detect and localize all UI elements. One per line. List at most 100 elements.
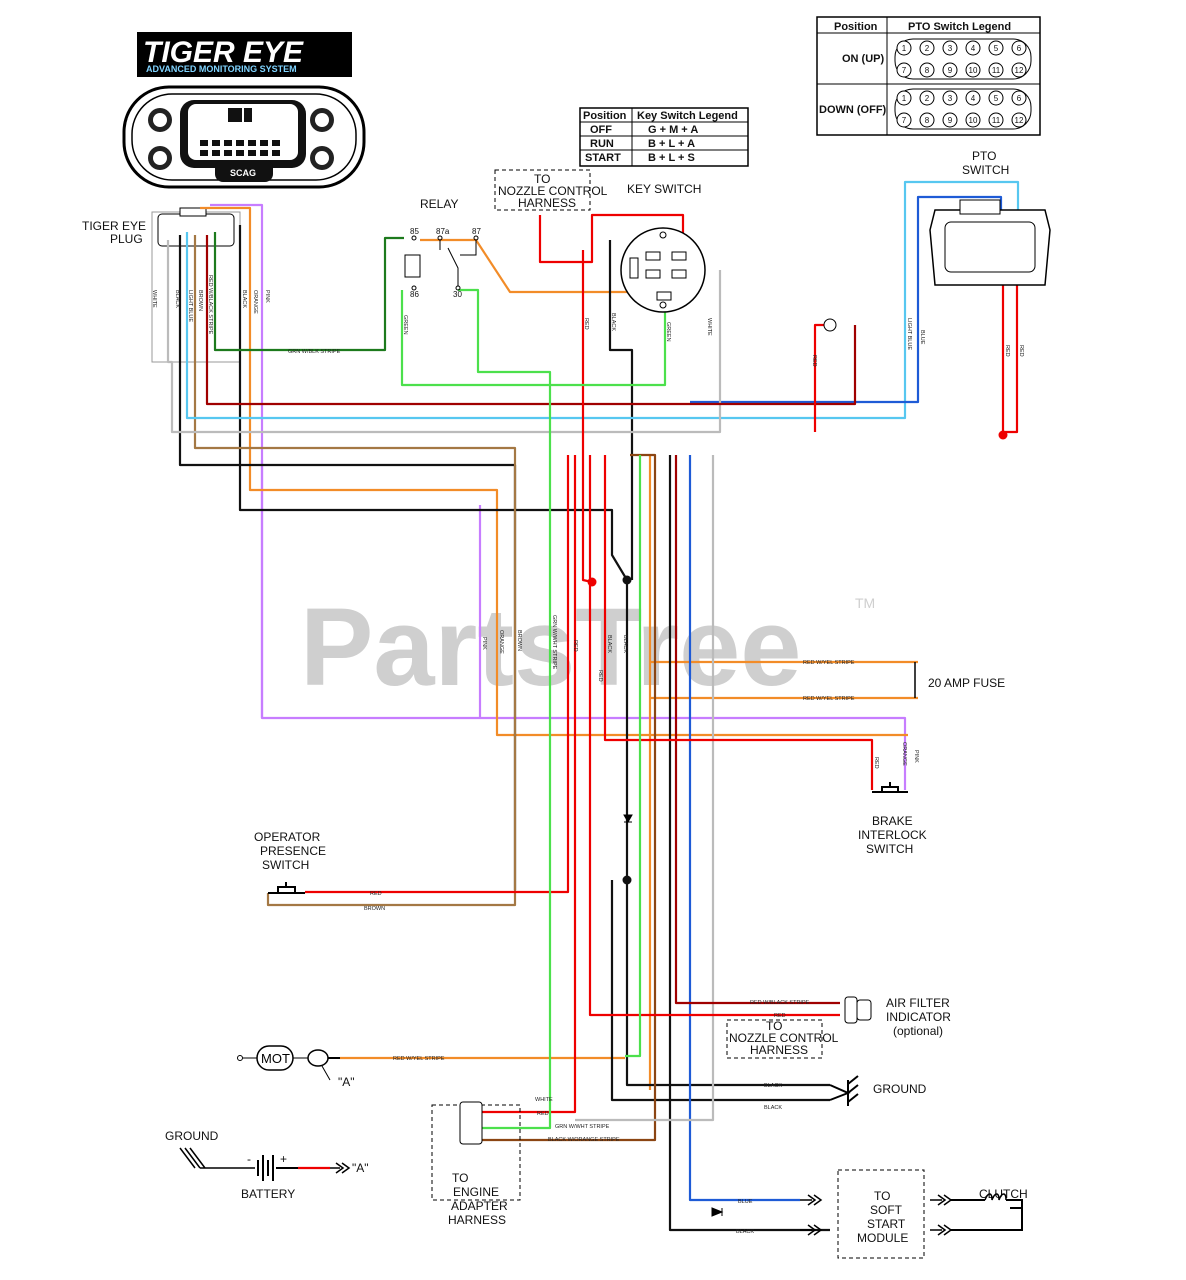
engine-label-3: ADAPTER (451, 1199, 508, 1213)
operator-label-2: PRESENCE (260, 844, 326, 858)
engine-label-4: HARNESS (448, 1213, 506, 1227)
red-nozzle (538, 213, 685, 264)
pto-pin-3-10 (965, 112, 981, 128)
svg-text:NOZZLE CONTROL: NOZZLE CONTROL (498, 184, 608, 198)
darkred-wire (205, 235, 857, 406)
air-filter-indicator (844, 996, 872, 1024)
wl-red-2: RED (572, 640, 578, 652)
svg-text:87a: 87a (436, 227, 450, 236)
pto-switch-legend: Position PTO Switch Legend ON (UP) DOWN … (816, 16, 1041, 136)
svg-text:NOZZLE CONTROL: NOZZLE CONTROL (729, 1031, 839, 1045)
wl-red-wblack: RED W/BLACK STRIPE (207, 275, 213, 335)
splice-red-pto (998, 430, 1008, 440)
pto-pin-label-2-5: 5 (994, 94, 999, 103)
logo-subtitle: ADVANCED MONITORING SYSTEM (146, 64, 297, 74)
wl-red-eng: RED (537, 1111, 549, 1117)
pto-pin-label-3-12: 12 (1015, 116, 1024, 125)
pto-pin-label-2-2: 2 (925, 94, 930, 103)
fuse-wires (650, 660, 918, 700)
wl-orange-brake: ORANGE (901, 742, 907, 766)
wl-red-wyel-mot: RED W/YEL STRIPE (393, 1056, 445, 1062)
wl-black-clutch: BLACK (736, 1229, 754, 1235)
wl-black-4: BLACK (622, 635, 628, 653)
svg-text:TO: TO (766, 1019, 782, 1033)
svg-text:87: 87 (472, 227, 481, 236)
pto-pin-3-7 (896, 112, 912, 128)
wl-pink-2: PINK (481, 637, 487, 650)
pto-pin-label-1-9: 9 (948, 66, 953, 75)
pto-pin-0-5 (988, 40, 1004, 56)
wl-light-blue-pto: LIGHT BLUE (906, 318, 912, 350)
battery: - + "A" (179, 1147, 369, 1181)
pto-pin-label-3-9: 9 (948, 116, 953, 125)
pto-pin-0-2 (919, 40, 935, 56)
engine-label-1: TO (452, 1171, 468, 1185)
splice-black-1 (622, 575, 632, 585)
operator-presence-switch (268, 882, 305, 894)
ground-left-label: GROUND (165, 1129, 219, 1143)
pto-pin-label-0-6: 6 (1017, 44, 1022, 53)
a-ref-battery: "A" (352, 1161, 369, 1175)
pto-pin-2-1 (896, 90, 912, 106)
wl-red-air: RED (774, 1013, 786, 1019)
soft-start-label-1: TO (874, 1189, 890, 1203)
nozzle-control-bottom-box: TO NOZZLE CONTROL HARNESS (726, 1019, 839, 1059)
white-down (575, 455, 715, 1122)
battery-label: BATTERY (241, 1187, 295, 1201)
pto-legend-title: PTO Switch Legend (908, 21, 1011, 33)
pto-pin-label-3-10: 10 (969, 116, 978, 125)
logo-badge: SCAG (230, 168, 256, 178)
wl-green: GREEN (402, 315, 408, 335)
key-switch (620, 227, 706, 313)
light-blue-wire (185, 180, 1020, 420)
wl-red-wblack-air: RED W/BLACK STRIPE (750, 1000, 810, 1006)
ground-right-icon (829, 1075, 859, 1106)
pto-pin-label-2-1: 1 (902, 94, 907, 103)
svg-text:HARNESS: HARNESS (518, 196, 576, 210)
orange-relay-wire (420, 238, 651, 294)
wl-pink-brake: PINK (913, 750, 919, 763)
watermark-tm: TM (855, 595, 875, 611)
wl-green-key: GREEN (665, 322, 671, 342)
pto-pin-0-1 (896, 40, 912, 56)
key-legend-title: Key Switch Legend (637, 110, 738, 122)
pto-pin-2-2 (919, 90, 935, 106)
pto-pin-label-3-11: 11 (992, 116, 1001, 125)
pto-pin-3-9 (942, 112, 958, 128)
black-2 (178, 235, 517, 890)
pink-wire-2 (260, 460, 907, 790)
wl-light-blue: LIGHT BLUE (187, 290, 193, 322)
svg-text:+: + (280, 1152, 287, 1166)
motor: MOT "A" (237, 1045, 355, 1089)
pto-pin-2-4 (965, 90, 981, 106)
pto-pin-label-0-2: 2 (925, 44, 930, 53)
pto-pin-1-12 (1011, 62, 1027, 78)
wl-black: BLACK (174, 290, 180, 308)
pto-pin-label-2-6: 6 (1017, 94, 1022, 103)
pto-pin-0-6 (1011, 40, 1027, 56)
tiger-eye-plug-label: TIGER EYE (82, 219, 146, 233)
a-ref-mot: "A" (338, 1075, 355, 1089)
pto-pin-1-11 (988, 62, 1004, 78)
pto-pin-label-2-4: 4 (971, 94, 976, 103)
clutch (951, 1193, 1023, 1231)
wl-blue-clutch: BLUE (738, 1199, 753, 1205)
soft-start-label-3: START (867, 1217, 906, 1231)
fuse-label: 20 AMP FUSE (928, 676, 1005, 690)
tiger-eye-display: SCAG (122, 85, 366, 189)
pto-down-label: DOWN (OFF) (819, 104, 887, 116)
black-ground (610, 880, 830, 1102)
wl-red-pto-2: RED (1018, 345, 1024, 357)
brake-label-3: SWITCH (866, 842, 913, 856)
wl-red-3: RED (597, 670, 603, 682)
pto-pin-label-0-3: 3 (948, 44, 953, 53)
brake-label-1: BRAKE (872, 814, 913, 828)
red-air (588, 455, 840, 1017)
pto-pin-label-0-4: 4 (971, 44, 976, 53)
key-row-off-val: G + M + A (648, 124, 698, 136)
pto-pin-1-8 (919, 62, 935, 78)
pto-pin-1-10 (965, 62, 981, 78)
key-row-start-pos: START (585, 152, 621, 164)
svg-text:30: 30 (453, 290, 462, 299)
pto-pin-1-9 (942, 62, 958, 78)
